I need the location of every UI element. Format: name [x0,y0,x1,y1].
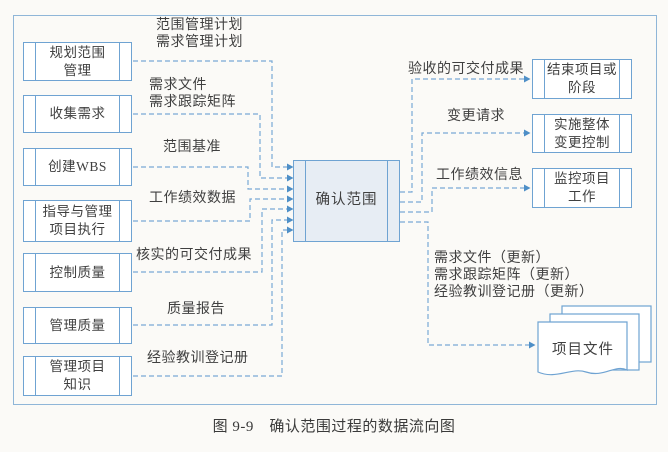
process-box-create-wbs: 创建WBS [23,148,132,186]
process-box-label: 确认范围 [315,192,378,209]
input-arrowheads [287,163,294,234]
process-box-validate-scope: 确认范围 [293,160,400,242]
arrowhead-icon [524,75,531,83]
process-box-collect-requirements: 收集需求 [23,95,132,133]
process-box-label: 规划范围 管理 [49,44,106,78]
process-box-direct-manage-project-work: 指导与管理 项目执行 [23,200,132,242]
flow-line-verified-deliverables [133,208,287,273]
flow-line-accepted-deliverables [400,78,524,193]
project-documents-icon [537,305,652,376]
process-box-label: 监控项目 工作 [554,171,610,204]
arrowhead-icon [287,185,294,193]
process-box-monitor-project-work: 监控项目 工作 [532,168,632,208]
process-box-label: 控制质量 [49,264,106,280]
flow-label-project-documents-updates: 需求文件（更新） 需求跟踪矩阵（更新） 经验教训登记册（更新） [434,251,594,300]
figure-caption: 图 9-9 确认范围过程的数据流向图 [212,419,456,435]
arrowhead-icon [287,174,294,182]
data-store-project-documents: 项目文件 [552,342,614,358]
flow-line-work-performance-information [400,187,524,213]
flow-line-project-documents-updates [400,221,529,346]
flow-label-scope-management-plan: 范围管理计划 需求管理计划 [156,18,243,50]
process-box-control-quality: 控制质量 [23,253,132,292]
flow-line-scope-baseline [133,166,287,190]
flow-label-work-performance-information: 工作绩效信息 [436,168,523,183]
flow-label-requirements-documentation: 需求文件 需求跟踪矩阵 [149,78,236,110]
process-box-label: 实施整体 变更控制 [554,116,610,150]
flow-line-quality-report [133,219,287,326]
diagram-frame [13,15,657,405]
flow-label-work-performance-data: 工作绩效数据 [149,191,236,206]
process-box-label: 指导与管理 项目执行 [42,204,113,237]
process-box-label: 收集需求 [49,106,106,122]
flow-label-scope-baseline: 范围基准 [163,140,221,155]
arrowhead-icon [287,205,294,213]
output-arrowheads [524,75,536,349]
flow-line-work-performance-data [133,198,287,222]
arrowhead-icon [524,129,531,137]
arrowhead-icon [287,195,294,203]
process-box-close-project-or-phase: 结束项目或 阶段 [532,59,632,99]
process-box-label: 创建WBS [48,159,107,175]
arrowhead-icon [524,184,531,192]
flow-label-accepted-deliverables: 验收的可交付成果 [408,62,524,77]
process-box-perform-integrated-change-control: 实施整体 变更控制 [532,114,632,153]
process-box-label: 结束项目或 阶段 [547,62,617,95]
document-page-front [537,321,628,376]
flow-line-requirements-documentation [133,113,287,179]
flow-label-change-requests: 变更请求 [447,109,505,124]
flow-label-quality-report: 质量报告 [167,302,225,317]
flow-line-change-requests [400,132,524,203]
arrowhead-icon [287,216,294,224]
flow-label-lessons-learned-register: 经验教训登记册 [147,351,249,366]
arrowhead-icon [529,341,536,349]
process-box-plan-scope-management: 规划范围 管理 [23,42,132,81]
flow-line-scope-management-plan [133,60,287,168]
input-connectors [133,60,287,377]
flow-line-lessons-learned-register [133,229,287,377]
process-box-manage-project-knowledge: 管理项目 知识 [23,356,132,396]
arrowhead-icon [287,226,294,234]
process-box-label: 管理质量 [49,317,106,333]
arrowhead-icon [287,163,294,171]
process-box-manage-quality: 管理质量 [23,307,132,344]
output-connectors [400,78,529,346]
process-box-label: 管理项目 知识 [49,359,106,392]
flow-label-verified-deliverables: 核实的可交付成果 [136,248,252,263]
